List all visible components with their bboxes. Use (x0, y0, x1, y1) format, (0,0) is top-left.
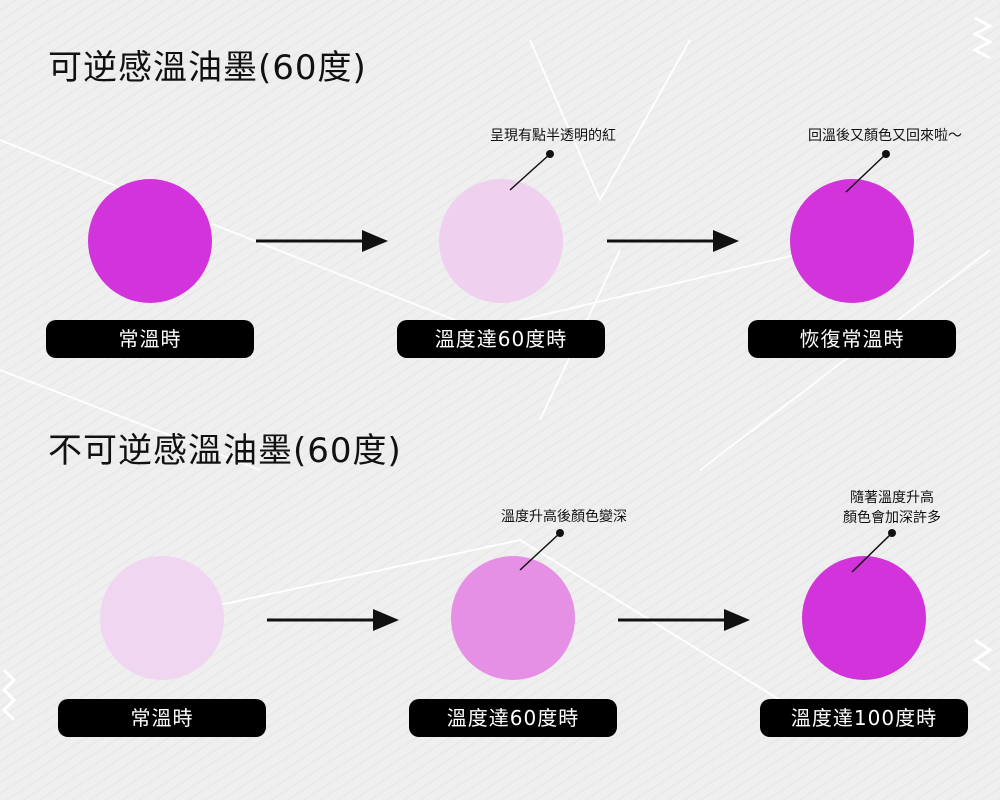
label-irreversible-normal-temp: 常溫時 (58, 699, 266, 737)
note-line: 顏色會加深許多 (843, 510, 941, 526)
circle-reversible-60-degrees (439, 179, 563, 303)
zigzag-bottom-left (1, 668, 17, 722)
circle-reversible-normal-temp (88, 179, 212, 303)
note-reversible-restored: 回溫後又顏色又回來啦～ (808, 128, 962, 144)
circle-reversible-restored (790, 179, 914, 303)
note-irreversible-100-degrees: 隨著溫度升高 顏色會加深許多 (843, 488, 941, 528)
label-reversible-60-degrees: 溫度達60度時 (397, 320, 605, 358)
label-irreversible-60-degrees: 溫度達60度時 (409, 699, 617, 737)
note-reversible-60-degrees: 呈現有點半透明的紅 (490, 128, 616, 144)
note-irreversible-60-degrees: 溫度升高後顏色變深 (501, 509, 627, 525)
section-title-irreversible: 不可逆感溫油墨(60度) (48, 431, 402, 471)
arrow-right-icon (607, 230, 739, 252)
arrow-right-icon (256, 230, 388, 252)
circle-irreversible-60-degrees (451, 556, 575, 680)
arrow-right-icon (618, 609, 750, 631)
arrow-right-icon (267, 609, 399, 631)
label-reversible-restored: 恢復常溫時 (748, 320, 956, 358)
circle-irreversible-normal-temp (100, 556, 224, 680)
section-title-reversible: 可逆感溫油墨(60度) (48, 48, 367, 88)
label-reversible-normal-temp: 常溫時 (46, 320, 254, 358)
label-irreversible-100-degrees: 溫度達100度時 (760, 699, 968, 737)
zigzag-bottom-right (972, 638, 993, 672)
zigzag-top-right (971, 16, 994, 60)
circle-irreversible-100-degrees (802, 556, 926, 680)
note-line: 隨著溫度升高 (850, 490, 934, 506)
